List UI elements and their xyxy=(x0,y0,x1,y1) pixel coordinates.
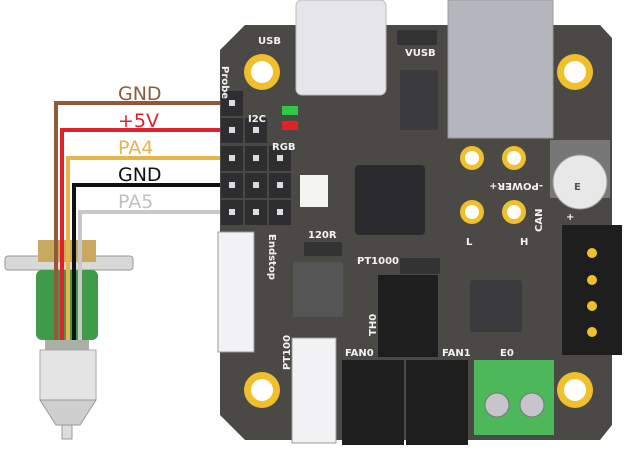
pin xyxy=(253,155,259,161)
usb-c-connector xyxy=(295,0,387,96)
label-th0: TH0 xyxy=(368,314,379,336)
label-120r: 120R xyxy=(308,230,337,241)
label-fan1: FAN1 xyxy=(442,348,471,359)
pin xyxy=(229,182,235,188)
label-power: -POWER+ xyxy=(489,180,543,191)
label-vusb: VUSB xyxy=(405,48,436,59)
label-probe: Probe xyxy=(219,66,230,99)
fan1-connector xyxy=(406,360,468,445)
pt100-connector xyxy=(291,337,337,444)
label-endstop: Endstop xyxy=(266,234,277,280)
pin xyxy=(229,155,235,161)
label-cap-plus: + xyxy=(566,212,574,223)
pin xyxy=(253,209,259,215)
pin xyxy=(277,155,283,161)
th0-connector xyxy=(378,275,438,357)
wire-label-gnd-1: GND xyxy=(118,83,162,105)
pcb-board: USB VUSB Probe I2C RGB -POWER+ L H CAN E… xyxy=(217,0,622,445)
wire-pa5 xyxy=(78,210,226,340)
can-pin xyxy=(587,248,597,258)
pin xyxy=(229,127,235,133)
pin xyxy=(253,127,259,133)
fan0-connector xyxy=(342,360,404,445)
label-fan0: FAN0 xyxy=(345,348,374,359)
wire-gnd-1 xyxy=(54,101,226,340)
wires xyxy=(54,101,226,340)
can-pin xyxy=(587,275,597,285)
wire-labels: GND +5V PA4 GND PA5 xyxy=(118,83,162,213)
pin xyxy=(229,209,235,215)
label-rgb: RGB xyxy=(272,142,296,153)
label-can: CAN xyxy=(534,209,545,232)
power-module xyxy=(447,0,554,139)
wire-pa4 xyxy=(66,156,226,340)
can-pin xyxy=(587,327,597,337)
mcu-chip xyxy=(355,165,425,235)
label-cap-mark: E xyxy=(574,182,581,193)
pin xyxy=(277,182,283,188)
label-e0: E0 xyxy=(500,348,514,359)
label-can-h: H xyxy=(520,237,528,248)
probe-sensor xyxy=(4,240,134,440)
label-i2c: I2C xyxy=(248,114,266,125)
pin xyxy=(253,182,259,188)
capacitor xyxy=(552,154,608,210)
wire-label-gnd-2: GND xyxy=(118,164,162,186)
wire-gnd-2 xyxy=(72,183,226,340)
wire-label-pa5: PA5 xyxy=(118,191,153,213)
can-pin xyxy=(587,301,597,311)
wire-5v xyxy=(60,128,226,340)
wire-label-5v: +5V xyxy=(118,110,159,132)
pin xyxy=(229,100,235,106)
endstop-connector xyxy=(217,231,255,353)
label-pt1000: PT1000 xyxy=(357,256,399,267)
pin xyxy=(277,209,283,215)
label-can-l: L xyxy=(466,237,473,248)
mounting-holes xyxy=(244,54,593,408)
label-pt100: PT100 xyxy=(282,335,293,370)
pin-headers xyxy=(221,91,291,225)
dip-switch xyxy=(293,262,343,317)
label-usb: USB xyxy=(258,36,281,47)
wire-label-pa4: PA4 xyxy=(118,137,153,159)
